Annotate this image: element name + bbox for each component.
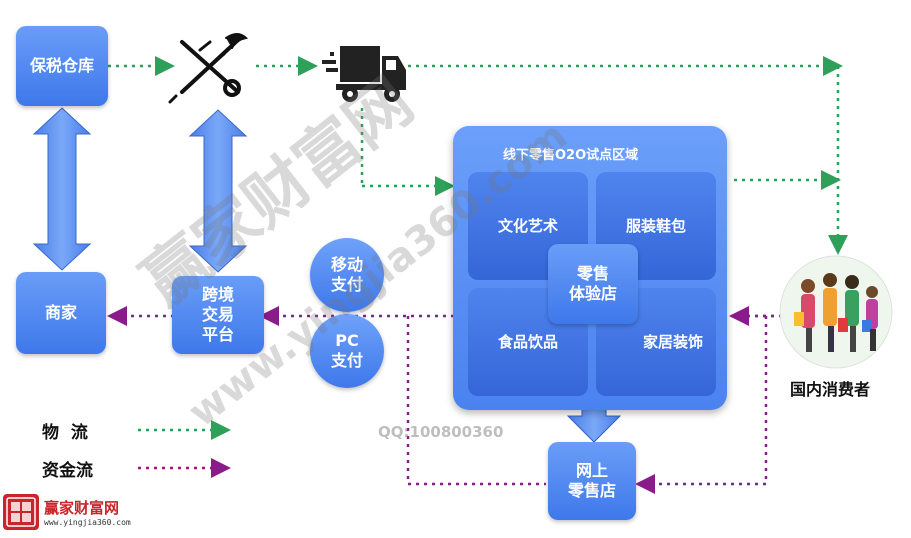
brand-logo-icon (3, 494, 39, 530)
mobile-pay-label: 移动 支付 (330, 255, 363, 294)
apparel-bags-label: 服装鞋包 (625, 216, 686, 235)
brand-logo-url: www.yingjia360.com (44, 518, 131, 527)
merchant-node: 商家 (16, 272, 106, 354)
retail-store-label: 零售 体验店 (568, 264, 617, 303)
pc-pay-node: PC 支付 (310, 314, 384, 388)
customs-platform-arrow (188, 109, 248, 273)
truck-icon (322, 46, 406, 102)
watermark-qq: QQ:100800360 (378, 423, 504, 441)
food-drink-label: 食品饮品 (497, 332, 558, 351)
brand-logo-text: 赢家财富网 (44, 499, 120, 517)
cross-border-platform-label: 跨境 交易 平台 (201, 285, 234, 344)
online-store-label: 网上 零售店 (567, 461, 616, 500)
culture-art-label: 文化艺术 (497, 216, 558, 235)
cross-border-platform-node: 跨境 交易 平台 (172, 276, 264, 354)
consumer-label: 国内消费者 (790, 380, 871, 399)
bonded-warehouse-node: 保税仓库 (16, 26, 108, 106)
bonded-warehouse-label: 保税仓库 (29, 56, 94, 75)
home-decor-label: 家居装饰 (642, 332, 703, 351)
food-drink-cell: 食品饮品 (468, 288, 588, 396)
logistics-lines (108, 56, 848, 440)
o2o-zone-title: 线下零售O2O试点区域 (503, 148, 639, 163)
legend-capital-label: 资金流 (42, 461, 93, 481)
pc-pay-label: PC 支付 (330, 331, 363, 370)
merchant-label: 商家 (44, 303, 77, 322)
online-store-node: 网上 零售店 (548, 442, 636, 520)
customs-emblem-icon (168, 33, 249, 104)
consumers-photo (779, 255, 893, 369)
legend-logistics-label: 物 流 (42, 423, 88, 443)
mobile-pay-node: 移动 支付 (310, 238, 384, 312)
warehouse-merchant-arrow (32, 107, 92, 271)
retail-store-node: 零售 体验店 (548, 244, 638, 324)
